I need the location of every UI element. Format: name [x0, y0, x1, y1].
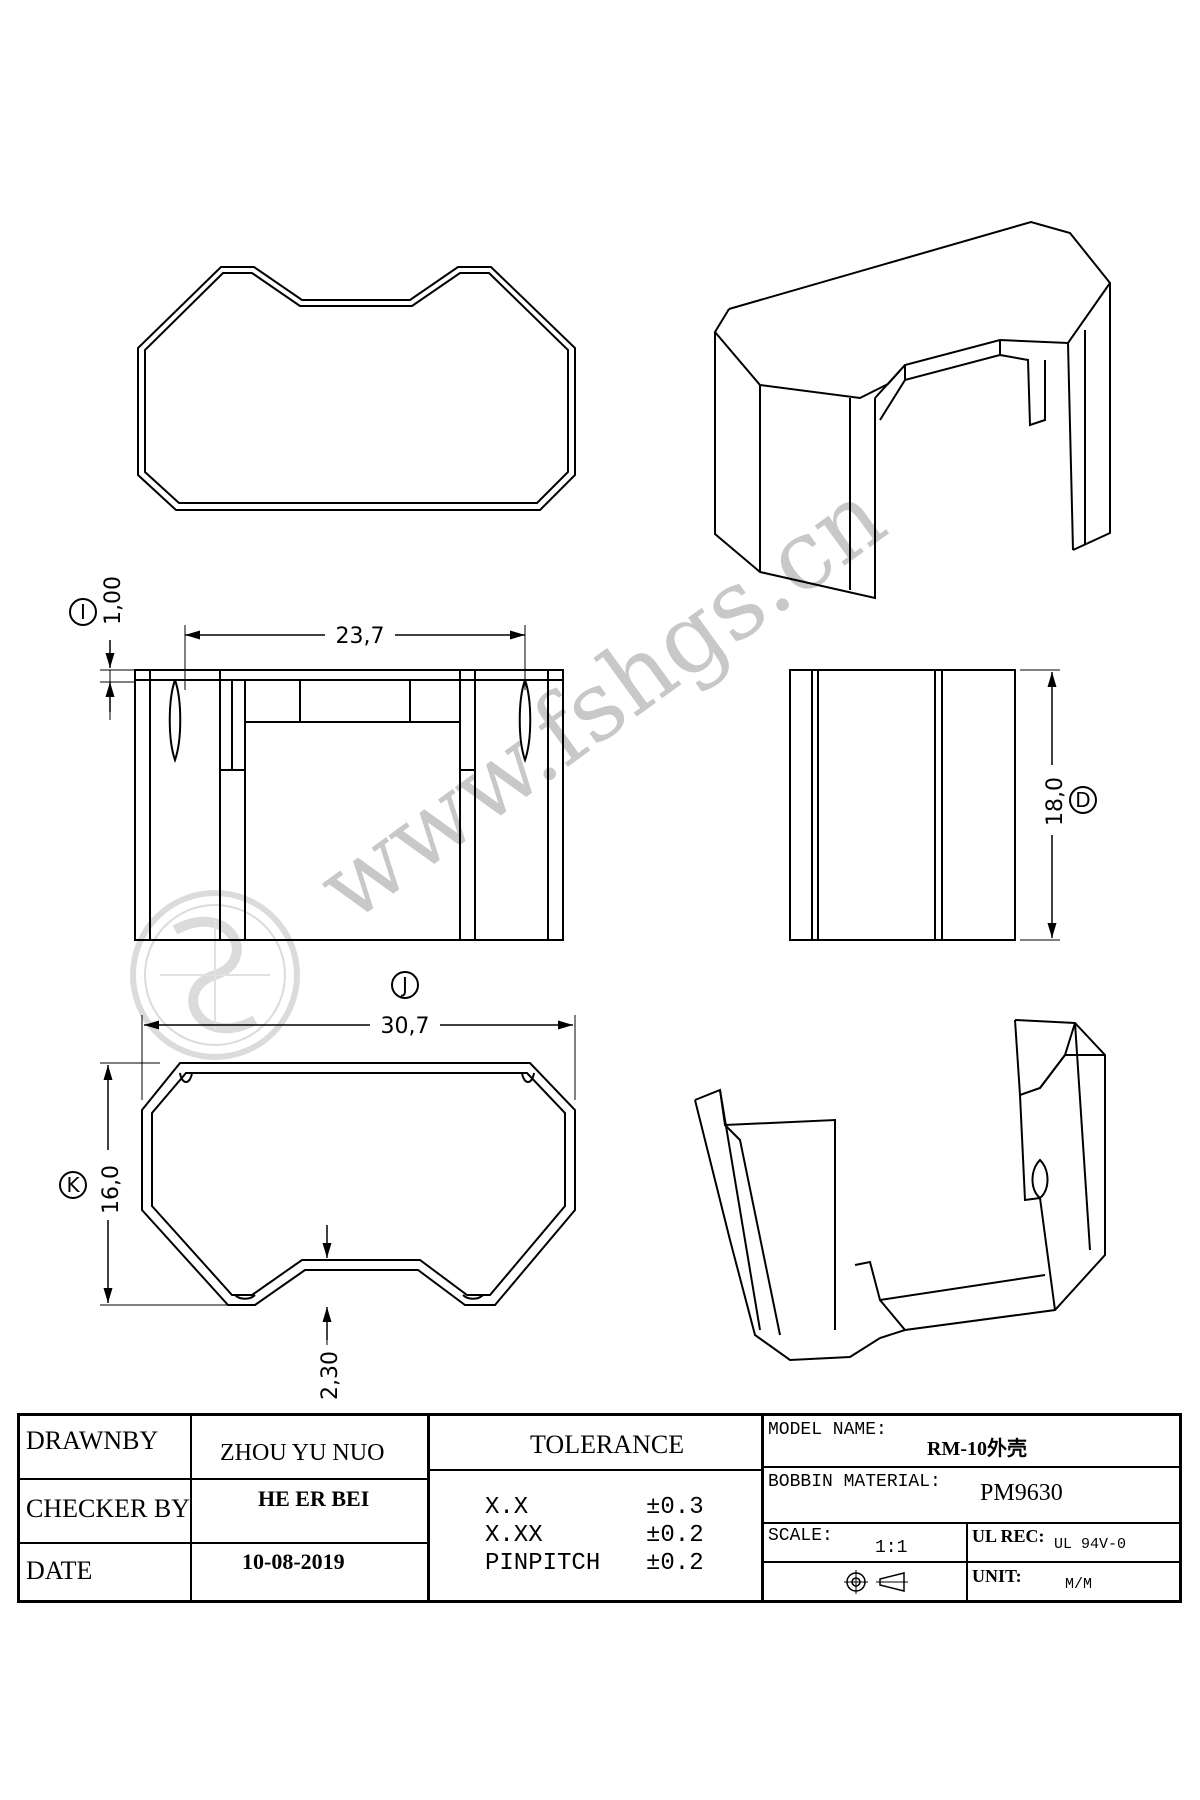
scale-label: SCALE:	[768, 1526, 833, 1546]
dim-notch: 2,30	[318, 1225, 343, 1400]
tolerance-name-2: X.XX	[485, 1522, 543, 1549]
unit-value: M/M	[1065, 1576, 1093, 1593]
dim-top-width-value: 23,7	[336, 624, 385, 649]
ul-rec-label: UL REC:	[972, 1526, 1045, 1546]
view-bottom-section	[141, 1062, 576, 1306]
dim-I-marker: I	[80, 600, 86, 624]
model-name-label: MODEL NAME:	[768, 1420, 887, 1440]
view-top-outline	[137, 266, 576, 511]
scale-value: 1:1	[875, 1538, 908, 1558]
dim-D: 18,0 D	[1020, 669, 1097, 941]
watermark-text: www.fshgs.cn	[298, 460, 905, 944]
tolerance-name-1: X.X	[485, 1494, 529, 1521]
unit-label: UNIT:	[972, 1566, 1022, 1586]
ul-rec-value: UL 94V-0	[1054, 1536, 1127, 1553]
dim-D-marker: D	[1075, 788, 1090, 812]
title-block: DRAWNBY ZHOU YU NUO CHECKER BY HE ER BEI…	[17, 1413, 1182, 1603]
view-side	[789, 669, 1016, 941]
drawn-by-label: DRAWNBY	[26, 1426, 159, 1455]
date-label: DATE	[26, 1556, 93, 1585]
dim-K-marker: K	[66, 1173, 80, 1197]
dim-I: I 1,00	[69, 576, 135, 720]
dim-notch-value: 2,30	[318, 1351, 343, 1400]
bobbin-material-value: PM9630	[980, 1480, 1063, 1506]
tolerance-label: TOLERANCE	[530, 1430, 685, 1459]
tolerance-value-3: ±0.2	[646, 1550, 704, 1577]
view-isometric-top	[713, 220, 1111, 600]
tolerance-name-3: PINPITCH	[485, 1550, 601, 1577]
third-angle-projection-icon	[844, 1570, 908, 1594]
drawn-by-value: ZHOU YU NUO	[220, 1440, 385, 1466]
date-value: 10-08-2019	[242, 1549, 345, 1574]
checker-value: HE ER BEI	[258, 1486, 370, 1511]
dim-J-marker: J	[400, 973, 408, 997]
tolerance-value-2: ±0.2	[646, 1522, 704, 1549]
view-isometric-bottom	[694, 1019, 1106, 1362]
tolerance-value-1: ±0.3	[646, 1494, 704, 1521]
dim-I-value: 1,00	[101, 576, 126, 625]
checker-label: CHECKER BY	[26, 1494, 190, 1523]
dim-J-value: 30,7	[381, 1014, 430, 1039]
dim-top-width: 23,7	[184, 620, 526, 690]
dim-D-value: 18,0	[1043, 777, 1068, 826]
bobbin-material-label: BOBBIN MATERIAL:	[768, 1472, 941, 1492]
model-name-value: RM-10外壳	[927, 1438, 1027, 1460]
view-front	[134, 669, 564, 941]
watermark-seal-icon	[130, 890, 300, 1060]
dim-K: 16,0 K	[59, 1062, 230, 1306]
dim-K-value: 16,0	[99, 1165, 124, 1214]
dim-J: 30,7 J	[141, 971, 576, 1100]
